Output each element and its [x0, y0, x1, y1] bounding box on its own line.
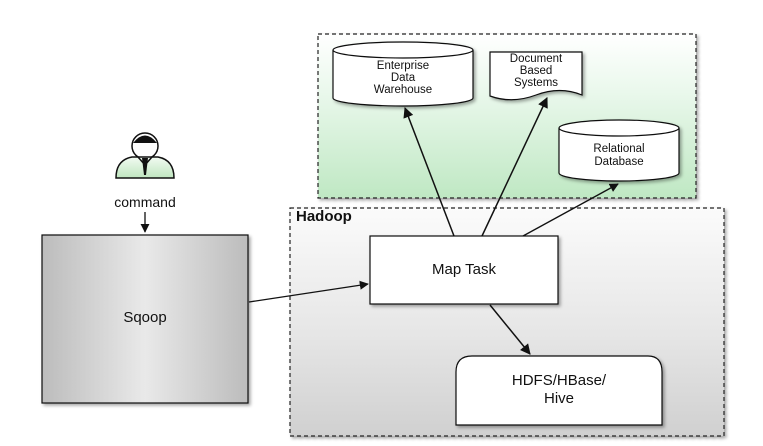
arrow-maptask-to-docs — [481, 97, 548, 237]
command-label: command — [114, 193, 176, 210]
enterprise-dw-label: Enterprise Data Warehouse — [373, 59, 433, 97]
map-task-box — [369, 235, 559, 305]
relational-database-node — [558, 119, 680, 182]
relational-db-label: Relational Database — [593, 143, 645, 168]
arrow-maptask-to-edw — [403, 107, 455, 237]
storage-label: HDFS/HBase/ Hive — [511, 372, 607, 407]
arrow-maptask-to-rdb — [522, 183, 619, 237]
sqoop-box — [41, 234, 249, 404]
document-systems-node — [489, 51, 583, 101]
sqoop-label: Sqoop — [123, 308, 167, 326]
document-systems-label: Document Based Systems — [509, 52, 563, 90]
map-task-label: Map Task — [432, 260, 496, 278]
arrow-sqoop-to-maptask — [248, 280, 369, 303]
arrow-maptask-to-storage — [489, 304, 531, 355]
user-icon — [115, 132, 175, 179]
storage-box — [455, 355, 663, 426]
hadoop-title: Hadoop — [296, 208, 352, 225]
enterprise-data-warehouse-node — [332, 41, 474, 107]
